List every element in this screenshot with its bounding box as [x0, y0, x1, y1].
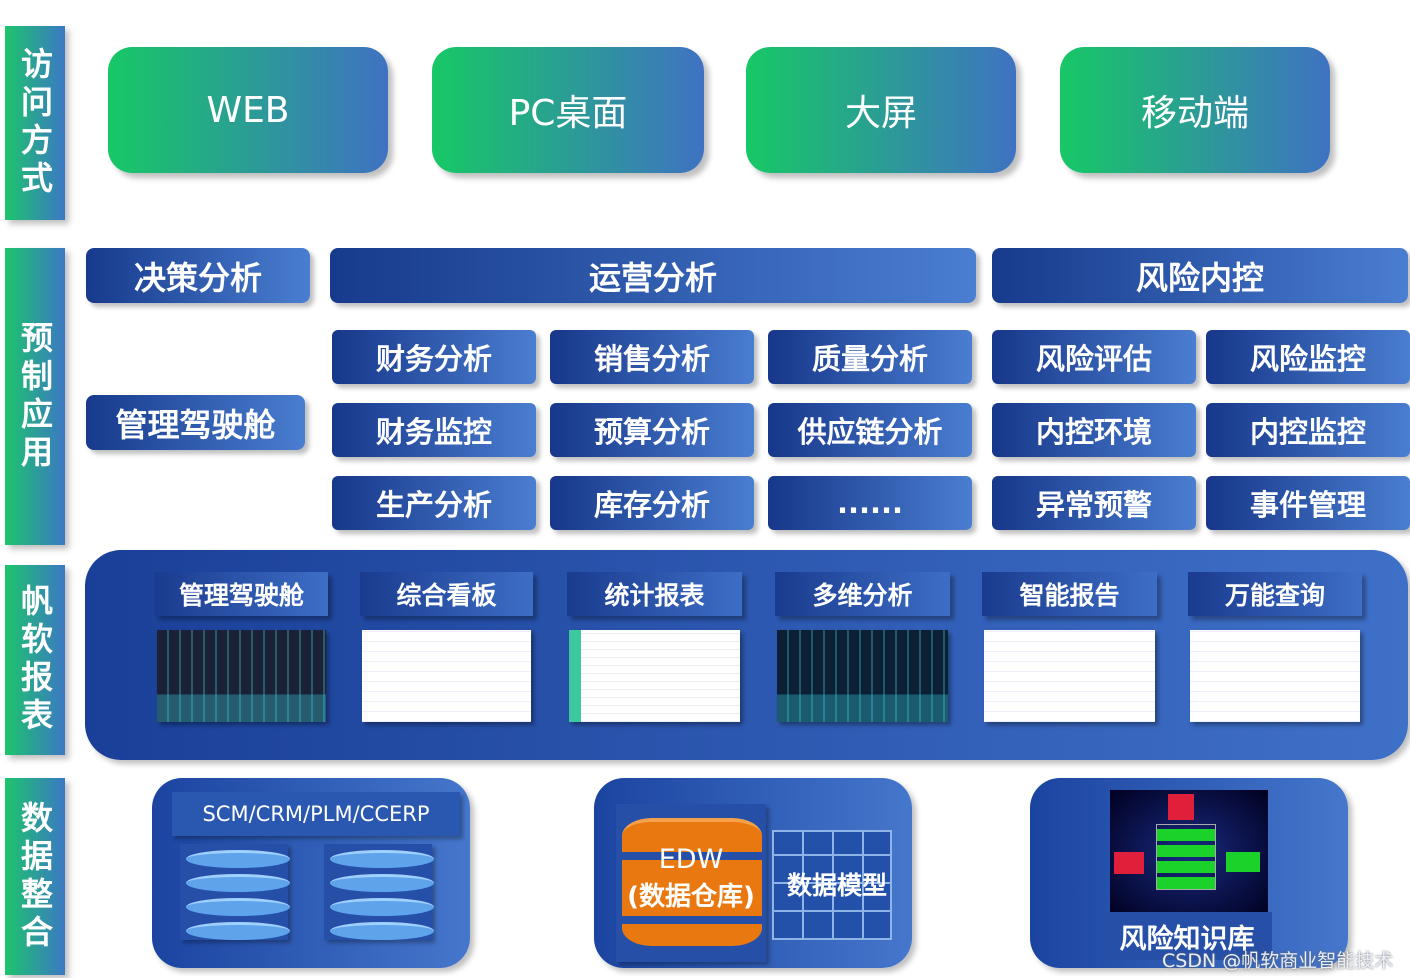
report-type-label: 管理驾驶舱	[155, 572, 328, 616]
edw-sub-label: (数据仓库)	[627, 882, 755, 912]
app-item: 财务监控	[332, 403, 536, 457]
app-item: 供应链分析	[768, 403, 972, 457]
risk-cube-icon	[1110, 790, 1268, 916]
app-item: 库存分析	[550, 476, 754, 530]
data-sources-panel: SCM/CRM/PLM/CCERP	[152, 778, 470, 968]
sources-label: SCM/CRM/PLM/CCERP	[172, 792, 460, 836]
header-decision: 决策分析	[86, 248, 310, 303]
app-item: 销售分析	[550, 330, 754, 384]
database-icon	[180, 844, 290, 940]
header-operation: 运营分析	[330, 248, 976, 303]
report-type-label: 多维分析	[775, 572, 950, 616]
report-thumbnail	[777, 630, 948, 722]
app-item: 财务分析	[332, 330, 536, 384]
section-label-text: 数据整合	[16, 800, 54, 953]
section-label-access: 访问方式	[5, 26, 65, 220]
section-label-text: 预制应用	[16, 320, 54, 473]
section-label-data: 数据整合	[5, 778, 65, 975]
app-item: 风险评估	[992, 330, 1196, 384]
access-web: WEB	[108, 47, 388, 173]
app-item: 风险监控	[1206, 330, 1410, 384]
app-item: 预算分析	[550, 403, 754, 457]
section-label-reports: 帆软报表	[5, 565, 65, 755]
edw-panel: EDW (数据仓库) 数据模型	[594, 778, 912, 968]
app-item: 内控监控	[1206, 403, 1410, 457]
app-item: 生产分析	[332, 476, 536, 530]
model-label: 数据模型	[786, 871, 887, 900]
cube-icon	[772, 830, 892, 940]
report-thumbnail	[984, 630, 1155, 722]
edw-box: EDW (数据仓库)	[616, 804, 766, 962]
access-pc: PC桌面	[432, 47, 704, 173]
report-thumbnail	[362, 630, 531, 722]
database-icon	[622, 818, 762, 946]
app-item: 内控环境	[992, 403, 1196, 457]
risk-kb-panel: 风险知识库	[1030, 778, 1348, 968]
edw-label: EDW	[658, 844, 724, 875]
section-label-apps: 预制应用	[5, 248, 65, 545]
access-bigscreen: 大屏	[746, 47, 1016, 173]
cockpit-box: 管理驾驶舱	[86, 395, 305, 450]
app-item: 质量分析	[768, 330, 972, 384]
risk-kb-label: 风险知识库	[1102, 912, 1272, 960]
report-thumbnail	[569, 630, 740, 722]
report-thumbnail	[1190, 630, 1360, 722]
app-item: 异常预警	[992, 476, 1196, 530]
report-type-label: 统计报表	[567, 572, 742, 616]
report-type-label: 万能查询	[1188, 572, 1362, 616]
header-risk: 风险内控	[992, 248, 1408, 303]
database-icon	[324, 844, 434, 940]
access-mobile: 移动端	[1060, 47, 1330, 173]
report-thumbnail	[157, 630, 326, 722]
watermark: CSDN @帆软商业智能技术	[1162, 950, 1394, 972]
app-item: 事件管理	[1206, 476, 1410, 530]
app-item: ......	[768, 476, 972, 530]
section-label-text: 访问方式	[16, 47, 54, 199]
section-label-text: 帆软报表	[16, 584, 54, 736]
report-type-label: 智能报告	[982, 572, 1157, 616]
report-type-label: 综合看板	[360, 572, 533, 616]
